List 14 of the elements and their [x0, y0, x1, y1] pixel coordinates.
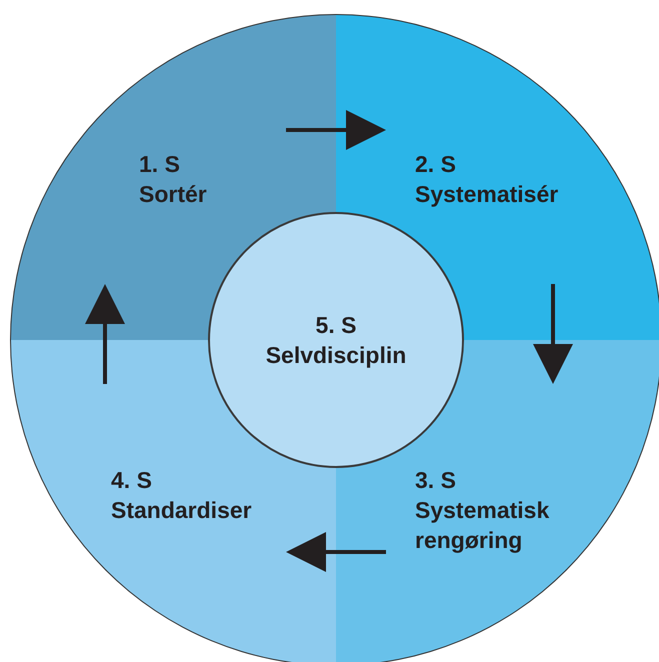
arrow [85, 284, 125, 384]
step-label: Sortér [139, 180, 208, 209]
step-label: Systematisk rengøring [415, 496, 550, 555]
step-number: 3. S [415, 466, 457, 495]
arrow [286, 110, 386, 150]
step-number: 1. S [139, 150, 181, 179]
step-number: 2. S [415, 150, 457, 179]
step-label: Standardiser [111, 496, 253, 525]
arrow [286, 532, 386, 572]
step-number: 4. S [111, 466, 153, 495]
step-number: 5. S [316, 311, 356, 340]
step-label: Systematisér [415, 180, 560, 209]
step-label: Selvdisciplin [266, 341, 406, 370]
arrow [533, 284, 573, 384]
